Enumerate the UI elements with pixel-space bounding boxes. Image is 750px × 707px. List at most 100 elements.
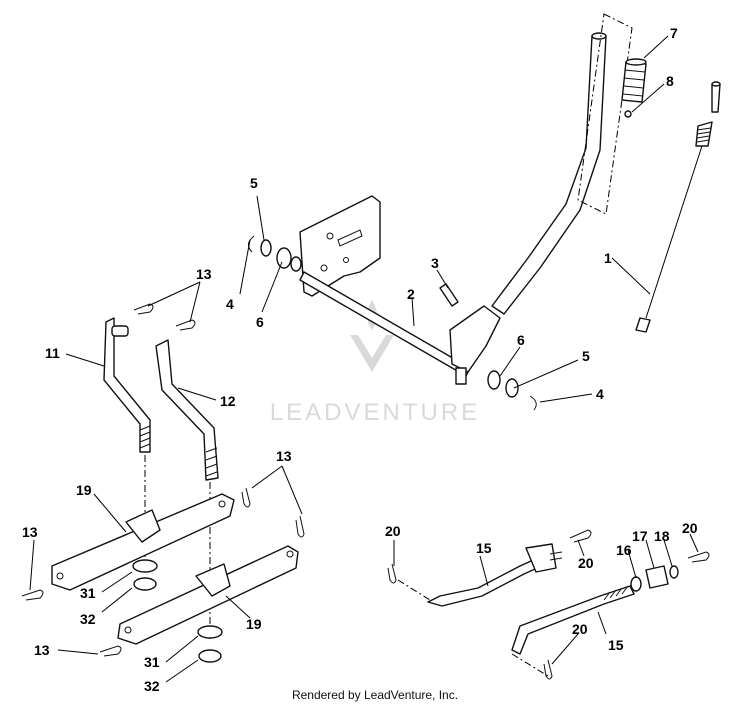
callout-20: 20 — [682, 520, 698, 536]
watermark-logo-icon — [350, 335, 394, 372]
callout-13: 13 — [276, 448, 292, 464]
link-12-thread — [205, 447, 218, 477]
callout-32: 32 — [80, 611, 96, 627]
link-11 — [103, 317, 151, 453]
callout-31: 31 — [80, 585, 96, 601]
clip-20 — [387, 563, 397, 584]
arm-hole — [218, 500, 226, 508]
washer-31 — [197, 625, 223, 639]
plate-slot — [337, 229, 363, 247]
callout-6: 6 — [256, 314, 264, 330]
callout-5: 5 — [582, 348, 590, 364]
callout-4: 4 — [596, 386, 604, 402]
lift-shaft-assembly — [248, 32, 607, 411]
rod-knob — [711, 83, 721, 113]
handle-block — [449, 305, 501, 373]
link-11-end — [111, 325, 129, 337]
clip-13 — [295, 515, 305, 538]
grip-ribs — [622, 69, 646, 97]
washer-31 — [132, 559, 158, 573]
rod-shaft — [645, 145, 703, 319]
arm-hole — [124, 626, 132, 634]
footer-credit: Rendered by LeadVenture, Inc. — [291, 688, 459, 702]
bushing-6 — [276, 247, 292, 269]
callout-6: 6 — [517, 332, 525, 348]
callouts: 1 2 3 4 4 5 5 6 6 7 8 11 12 13 13 13 13 … — [22, 25, 698, 694]
clip-13 — [133, 303, 154, 315]
arm-hole — [286, 550, 294, 558]
clip-20 — [687, 551, 710, 563]
clip-13 — [241, 487, 251, 508]
callout-19: 19 — [246, 616, 262, 632]
rod-spring-coils — [696, 127, 712, 143]
callout-17: 17 — [632, 528, 648, 544]
arm-hole — [56, 572, 64, 580]
handle-grip-group — [577, 13, 647, 215]
clip-4 — [529, 395, 537, 411]
callout-15: 15 — [608, 637, 624, 653]
callout-32: 32 — [144, 678, 160, 694]
clip-13 — [21, 589, 44, 601]
clip-13 — [99, 645, 122, 657]
pin-3 — [439, 283, 459, 307]
handle-stop — [455, 367, 467, 385]
callout-31: 31 — [144, 654, 160, 670]
hairpin-clips — [21, 303, 305, 657]
bushing-6 — [487, 370, 501, 390]
clip-20 — [569, 529, 592, 543]
nut-32 — [133, 577, 157, 591]
plate-hole — [343, 257, 349, 263]
rod-15-thread — [603, 585, 629, 601]
callout-19: 19 — [76, 482, 92, 498]
callout-1: 1 — [604, 250, 612, 266]
lift-handle — [491, 35, 607, 315]
rod-15-thread — [549, 551, 563, 561]
callout-2: 2 — [407, 286, 415, 302]
callout-18: 18 — [654, 528, 670, 544]
callout-11: 11 — [45, 345, 60, 361]
center-line — [511, 653, 549, 677]
grip-phantom-outline — [577, 13, 633, 215]
watermark: LEADVENTURE — [270, 300, 480, 426]
plate-hole — [320, 264, 328, 272]
arm-19-boss — [125, 509, 161, 543]
callout-13: 13 — [22, 524, 38, 540]
washer-5 — [505, 378, 519, 398]
clip-20 — [543, 659, 553, 680]
callout-4: 4 — [226, 296, 234, 312]
callout-20: 20 — [572, 621, 588, 637]
callout-3: 3 — [431, 255, 439, 271]
clip-13 — [175, 319, 196, 331]
grip-top — [625, 58, 647, 66]
lift-arms — [51, 493, 299, 645]
link-12 — [155, 339, 219, 481]
washer-16 — [630, 576, 642, 592]
rod-15-block — [525, 543, 557, 573]
hardware — [132, 559, 223, 663]
nut-18 — [669, 565, 679, 579]
screw-8 — [624, 110, 632, 118]
leader-lines — [29, 35, 699, 683]
bushing-6-inner — [290, 256, 302, 272]
watermark-text: LEADVENTURE — [270, 399, 480, 426]
center-line — [397, 579, 431, 601]
callout-12: 12 — [220, 393, 236, 409]
washer-5 — [260, 239, 272, 257]
rod-15 — [511, 585, 635, 655]
rod-1 — [635, 81, 721, 333]
arm-19-boss — [195, 563, 231, 597]
rod-end — [635, 317, 651, 333]
callout-20: 20 — [578, 555, 594, 571]
callout-8: 8 — [666, 73, 674, 89]
clip-4 — [248, 235, 255, 253]
callout-15: 15 — [476, 540, 492, 556]
callout-13: 13 — [196, 266, 212, 282]
handle-top — [591, 32, 607, 40]
callout-5: 5 — [250, 175, 258, 191]
callout-7: 7 — [670, 25, 678, 41]
lower-linkage — [387, 529, 710, 680]
callout-20: 20 — [385, 523, 401, 539]
link-11-thread — [139, 425, 151, 449]
arm-19 — [117, 545, 299, 645]
